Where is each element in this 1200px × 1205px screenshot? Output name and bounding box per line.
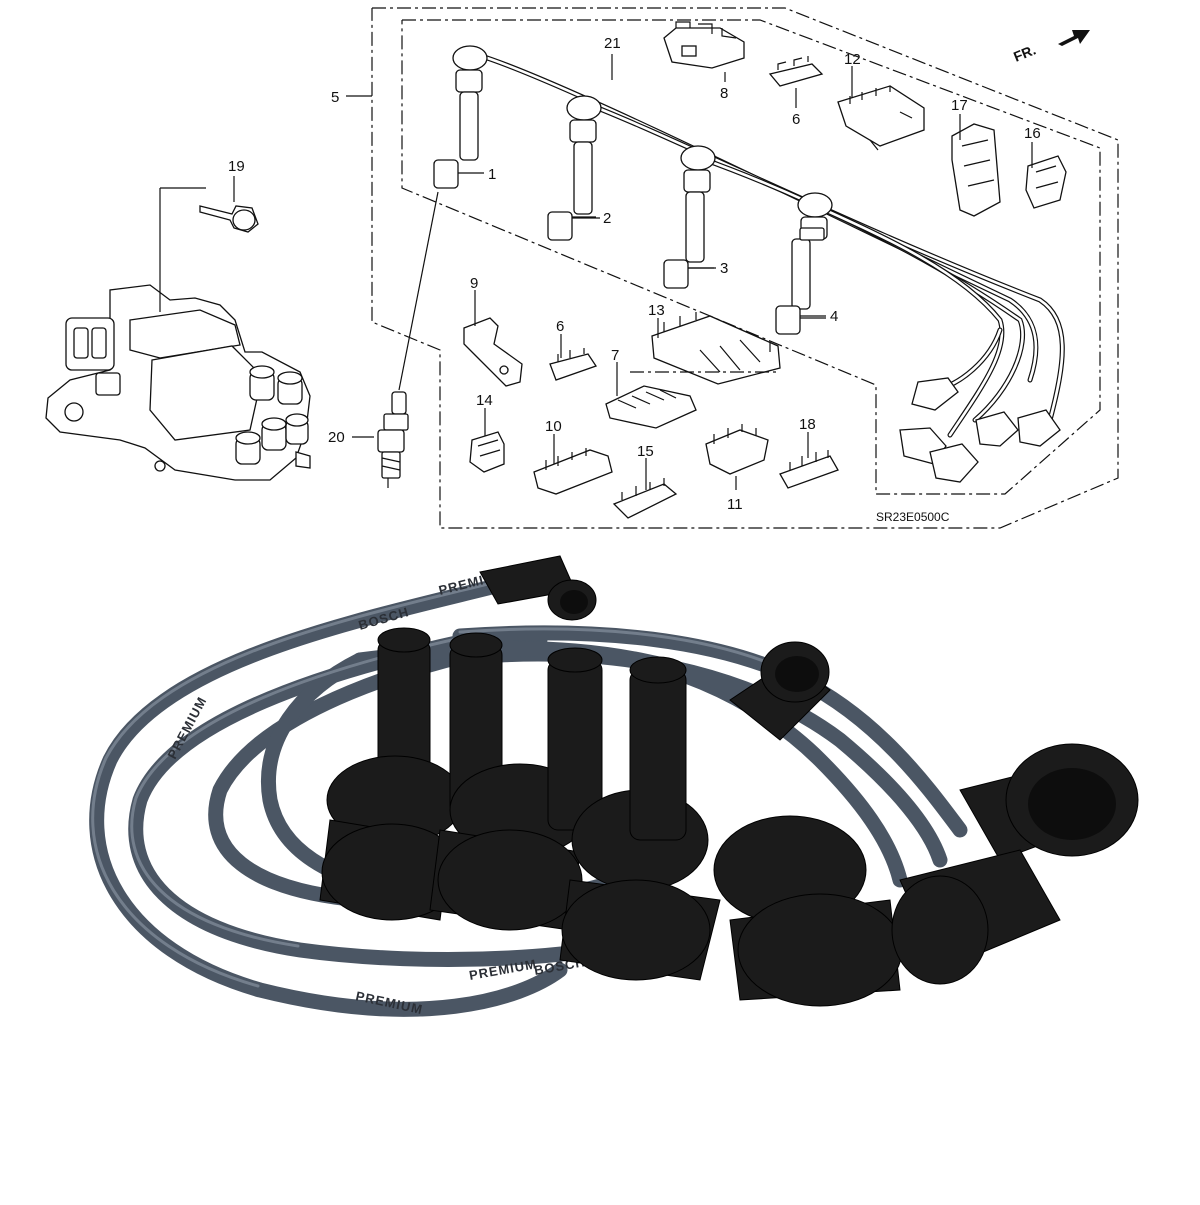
distributor-boot-1 [729,641,831,741]
callout-6-middle: 6 [556,318,564,335]
parts-diagram: FR. 5 21 8 6 12 17 16 19 1 2 3 4 9 6 7 1… [45,7,1119,529]
product-photo: PREMIUM BOSCH PREMIUM PREMIUM PREMIUM BO… [89,555,1139,1017]
callout-17: 17 [951,97,968,114]
plug-boots [319,627,903,1007]
callout-9: 9 [470,275,478,292]
callout-10: 10 [545,418,562,435]
plug-boot-4 [629,656,903,1007]
front-indicator-label: FR. [1011,41,1038,64]
callout-4: 4 [830,308,838,325]
front-direction-arrow: FR. [1011,30,1090,65]
callout-12: 12 [844,51,861,68]
callout-21: 21 [604,35,621,52]
callout-3: 3 [720,260,728,277]
distributor [45,187,311,481]
callout-20: 20 [328,429,345,446]
wire-set-boundary [401,19,1101,495]
callout-6-top: 6 [792,111,800,128]
coil-boot-top [479,555,597,621]
callout-labels: 5 21 8 6 12 17 16 19 1 2 3 4 9 6 7 13 20… [228,35,1041,513]
plug-boot-1 [319,627,464,921]
ignition-wire-diagram [433,45,1065,483]
distributor-boot-3 [891,849,1061,985]
callout-7: 7 [611,347,619,364]
callout-13: 13 [648,302,665,319]
distributor-boots [729,641,1139,985]
callout-8: 8 [720,85,728,102]
callout-2: 2 [603,210,611,227]
callout-16: 16 [1024,125,1041,142]
distributor-boot-2 [959,743,1139,861]
spark-plug [352,191,439,488]
leader-lines [346,54,1033,490]
callout-15: 15 [637,443,654,460]
callout-14: 14 [476,392,493,409]
drawing-code: SR23E0500C [876,510,950,524]
wire-holders [463,21,1067,519]
callout-19: 19 [228,158,245,175]
assembly-boundary [371,7,1119,529]
callout-1: 1 [488,166,496,183]
callout-5: 5 [331,89,339,106]
callout-11: 11 [727,496,743,513]
callout-18: 18 [799,416,816,433]
bolt [199,176,259,233]
